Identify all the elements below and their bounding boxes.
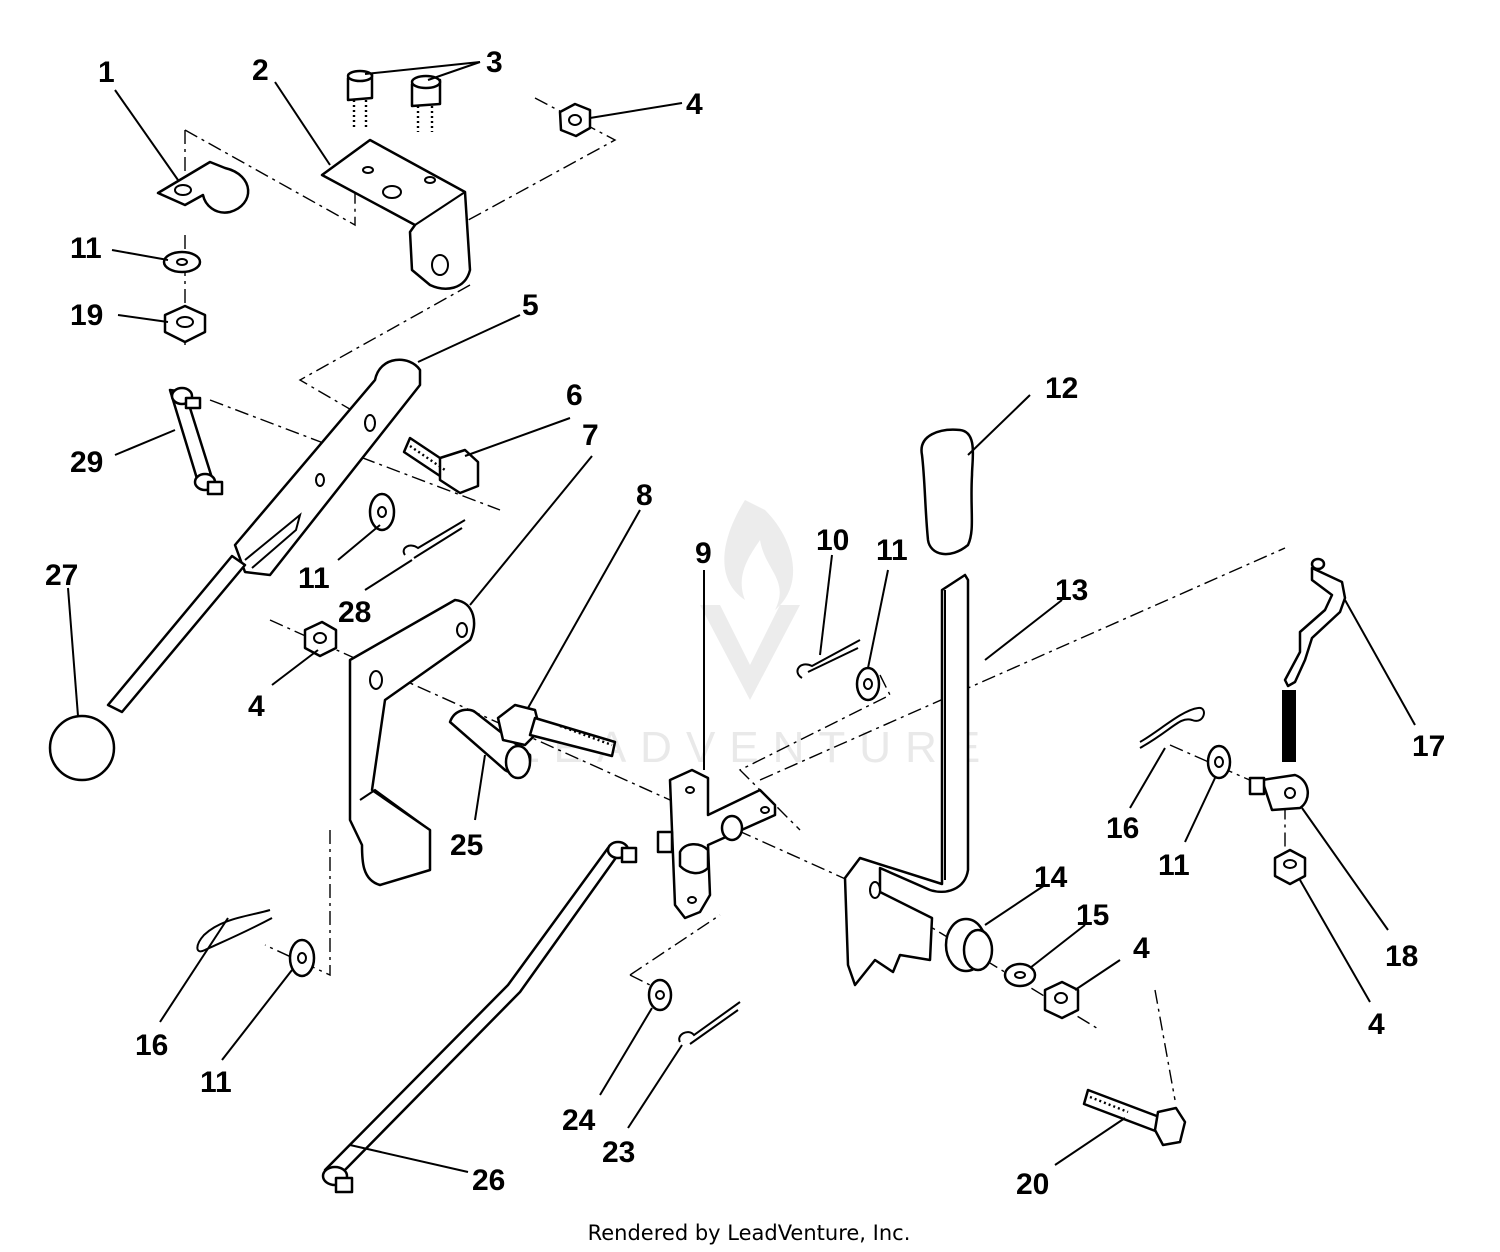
part-29-link	[168, 386, 224, 496]
callout-10: 10	[816, 524, 849, 557]
part-2-bracket	[320, 138, 472, 290]
callout-16: 16	[1106, 812, 1139, 845]
part-28-cotter	[402, 519, 466, 559]
callout-12: 12	[1045, 372, 1078, 405]
callout-17: 17	[1412, 730, 1445, 763]
part-27-knob	[48, 714, 116, 782]
part-11-washers	[162, 250, 1232, 978]
part-18-trunnion	[1248, 773, 1309, 812]
part-6-bolt	[402, 436, 480, 495]
callout-3: 3	[486, 46, 503, 79]
part-10-cotter	[796, 639, 861, 679]
callout-1: 1	[98, 56, 115, 89]
part-3-bolts	[346, 69, 442, 132]
part-16-hairpin-right	[1139, 706, 1205, 749]
callout-11: 11	[298, 562, 330, 595]
callout-9: 9	[695, 537, 712, 570]
callout-2: 2	[252, 54, 269, 87]
part-7-plate	[348, 598, 476, 887]
callout-6: 6	[566, 379, 583, 412]
part-26-rod	[321, 840, 638, 1194]
part-16-hairpin-left	[196, 909, 273, 953]
leader-lines	[67, 61, 1416, 1173]
watermark: LEADVENTURE	[515, 500, 980, 772]
callout-27: 27	[45, 559, 78, 592]
footer-credit: Rendered by LeadVenture, Inc.	[588, 1221, 911, 1245]
callout-11: 11	[876, 534, 908, 567]
part-24-washer	[647, 978, 673, 1012]
part-17-rod	[1282, 557, 1347, 762]
part-9-pivot-plate	[656, 768, 777, 920]
callout-28: 28	[338, 596, 371, 629]
part-4-nut-left	[303, 620, 338, 658]
callout-20: 20	[1016, 1168, 1049, 1201]
callouts: 1 2 3 4 11 19 5 6 7 29 12 8 9 10 11 27 1…	[45, 46, 1445, 1201]
part-13-handle	[843, 573, 970, 987]
callout-18: 18	[1385, 940, 1418, 973]
part-14-bushing	[944, 917, 994, 973]
callout-5: 5	[522, 289, 539, 322]
callout-19: 19	[70, 299, 103, 332]
part-25-spacer	[448, 708, 532, 780]
callout-11: 11	[70, 232, 102, 265]
callout-14: 14	[1034, 861, 1068, 894]
callout-8: 8	[636, 479, 653, 512]
callout-24: 24	[562, 1104, 596, 1137]
callout-26: 26	[472, 1164, 505, 1197]
part-15-washer	[1003, 962, 1037, 988]
part-4-nut-far-right	[1273, 848, 1307, 886]
callout-4: 4	[1133, 932, 1150, 965]
part-23-cotter	[678, 1001, 741, 1045]
part-4-nut-top	[558, 102, 592, 138]
part-19-nut	[163, 304, 207, 344]
callout-29: 29	[70, 446, 103, 479]
callout-16: 16	[135, 1029, 168, 1062]
part-5-lift-arm	[106, 358, 422, 714]
callout-25: 25	[450, 829, 483, 862]
part-12-grip	[920, 428, 975, 556]
callout-23: 23	[602, 1136, 635, 1169]
part-1-clip	[156, 160, 250, 214]
part-8-bolt	[496, 703, 617, 758]
callout-11: 11	[200, 1066, 232, 1099]
callout-7: 7	[582, 419, 599, 452]
callout-11: 11	[1158, 849, 1190, 882]
callout-4: 4	[248, 690, 265, 723]
callout-13: 13	[1055, 574, 1088, 607]
part-4-nut-right	[1043, 980, 1080, 1020]
callout-4: 4	[1368, 1008, 1385, 1041]
callout-15: 15	[1076, 899, 1109, 932]
callout-4: 4	[686, 88, 703, 121]
part-20-bolt	[1082, 1088, 1187, 1147]
